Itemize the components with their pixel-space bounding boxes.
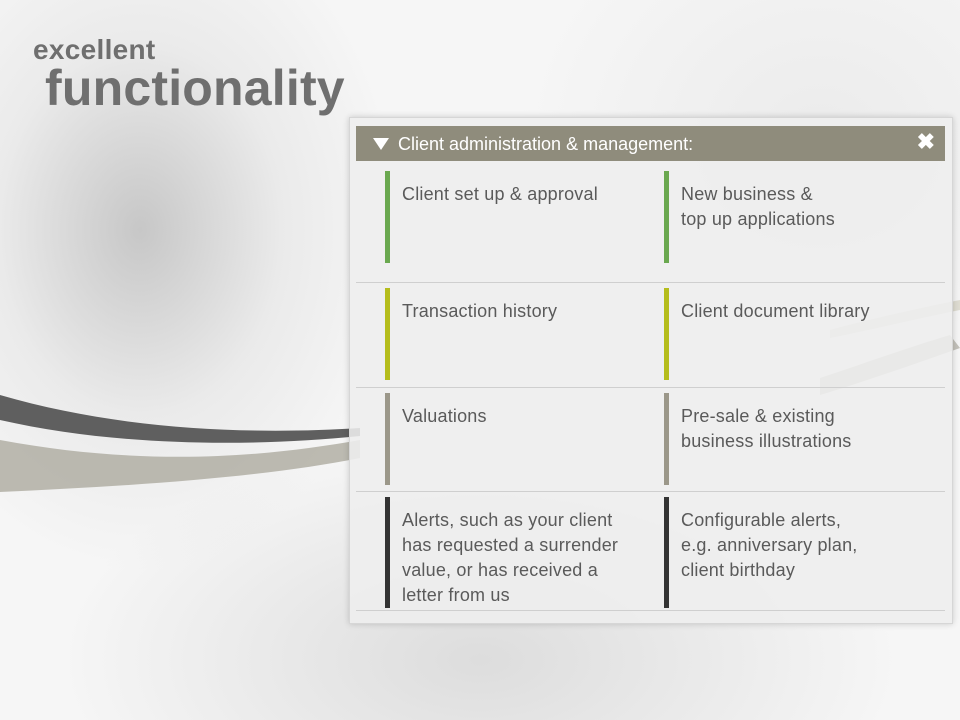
feature-text: Configurable alerts,e.g. anniversary pla… bbox=[681, 510, 858, 580]
heading-line-2: functionality bbox=[45, 60, 345, 116]
heading: excellent functionality bbox=[33, 34, 345, 114]
feature-bar bbox=[664, 171, 669, 263]
feature-bar bbox=[385, 497, 390, 608]
feature-text: Client set up & approval bbox=[402, 184, 598, 204]
triangle-down-icon[interactable] bbox=[373, 138, 389, 150]
close-icon[interactable]: ✖ bbox=[916, 129, 935, 154]
feature-text: New business &top up applications bbox=[681, 184, 835, 229]
feature-text: Valuations bbox=[402, 406, 487, 426]
heading-line-1: excellent bbox=[33, 34, 156, 65]
feature-bar bbox=[664, 288, 669, 380]
feature-text: Transaction history bbox=[402, 301, 558, 321]
panel-title: Client administration & management: bbox=[398, 134, 694, 154]
feature-bar bbox=[385, 393, 390, 485]
feature-row-1: Client set up & approval New business &t… bbox=[356, 171, 945, 283]
panel-header[interactable]: Client administration & management: ✖ bbox=[356, 126, 945, 161]
feature-panel: Client administration & management: ✖ Cl… bbox=[349, 117, 953, 624]
feature-bar bbox=[385, 288, 390, 380]
feature-bar bbox=[385, 171, 390, 263]
feature-bar bbox=[664, 393, 669, 485]
feature-text: Client document library bbox=[681, 301, 870, 321]
feature-row-2: Transaction history Client document libr… bbox=[356, 282, 945, 388]
feature-bar bbox=[664, 497, 669, 608]
